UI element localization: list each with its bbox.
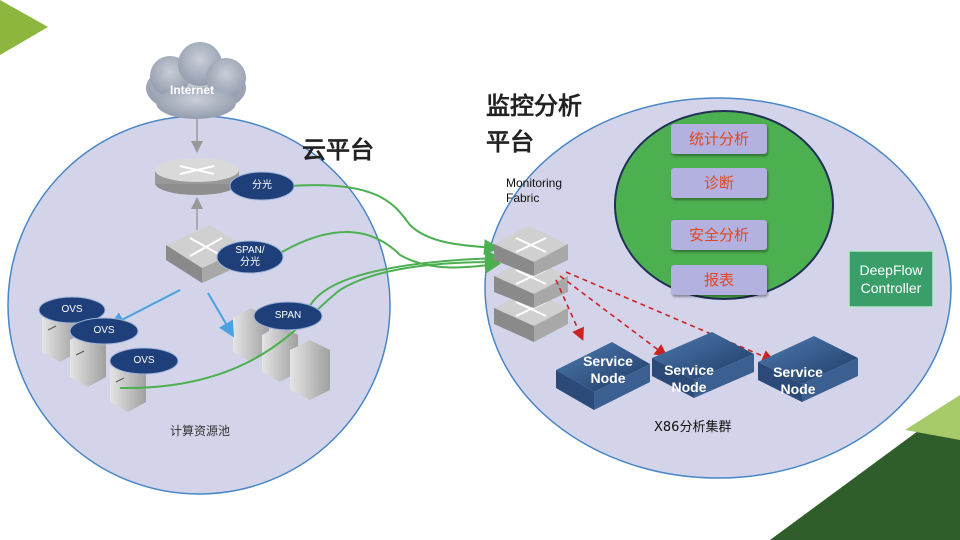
cloud-platform-title: 云平台 (302, 136, 374, 164)
fabric-label-line1: Monitoring (506, 176, 563, 190)
service-node-2-label-line1: Service (664, 362, 714, 378)
service-node-1-label-line2: Node (590, 370, 626, 386)
fabric-to-node2-arrow (559, 275, 668, 357)
ovs-label-2: OVS (93, 325, 115, 336)
router-icon (155, 158, 239, 195)
ovs-badge-1 (38, 296, 106, 324)
router-tap-flow (289, 184, 500, 256)
fabric-to-node3-arrow (565, 271, 775, 363)
internet-label: Internet (170, 83, 215, 97)
service-node-3-label-line2: Node (780, 381, 816, 397)
cluster-label: X86分析集群 (654, 420, 732, 435)
ovs-host-server-2 (70, 330, 106, 387)
switch-tap-badge (216, 240, 284, 274)
module-security-analysis: 安全分析 (671, 220, 767, 250)
switch-tap-label-line2: 分光 (240, 257, 260, 268)
switch-tap-label-line1: SPAN/ (235, 245, 265, 256)
span-badge (253, 301, 323, 331)
compute-pool-label: 计算资源池 (170, 424, 231, 438)
corner-accent-top-left (0, 0, 48, 55)
ovs-flow (119, 254, 501, 390)
service-node-3 (758, 336, 858, 402)
span-host-server-3 (290, 340, 330, 400)
span-label: SPAN (274, 310, 302, 321)
corner-accent-bottom-right-light (905, 395, 960, 440)
service-node-1 (556, 342, 650, 410)
monitor-platform-title-line1: 监控分析 (486, 92, 582, 120)
service-node-2-label-line2: Node (671, 379, 707, 395)
ovs-label-3: OVS (133, 355, 155, 366)
module-statistics: 统计分析 (671, 124, 767, 154)
deepflow-controller-box (848, 250, 934, 308)
router-tap-badge (229, 171, 295, 201)
controller-label-line2: Controller (860, 280, 922, 296)
module-diagnosis: 诊断 (671, 168, 767, 198)
monitor-platform-title-line2: 平台 (486, 128, 534, 156)
corner-accent-bottom-right (770, 400, 960, 540)
service-node-2 (652, 332, 754, 398)
service-node-3-label-line1: Service (773, 364, 823, 380)
fabric-to-node1-arrow (555, 279, 584, 341)
fabric-switch-stack-icon (494, 226, 568, 342)
span-flow (307, 250, 502, 311)
switch-to-span-host-arrow (207, 292, 235, 338)
analysis-modules-circle (614, 110, 834, 300)
ovs-label-1: OVS (61, 304, 83, 315)
router-tap-label: 分光 (252, 180, 272, 191)
switch-to-ovs-arrow (108, 289, 181, 327)
fabric-label-line2: Fabric (506, 191, 540, 205)
module-reports: 报表 (671, 265, 767, 295)
ovs-badge-2 (69, 317, 139, 345)
ovs-badge-3 (109, 347, 179, 375)
controller-label-line1: DeepFlow (859, 262, 923, 278)
switch-tap-flow (281, 231, 501, 274)
internet-cloud-icon (146, 42, 246, 119)
service-node-1-label-line1: Service (583, 353, 633, 369)
span-host-server-2 (262, 325, 298, 382)
